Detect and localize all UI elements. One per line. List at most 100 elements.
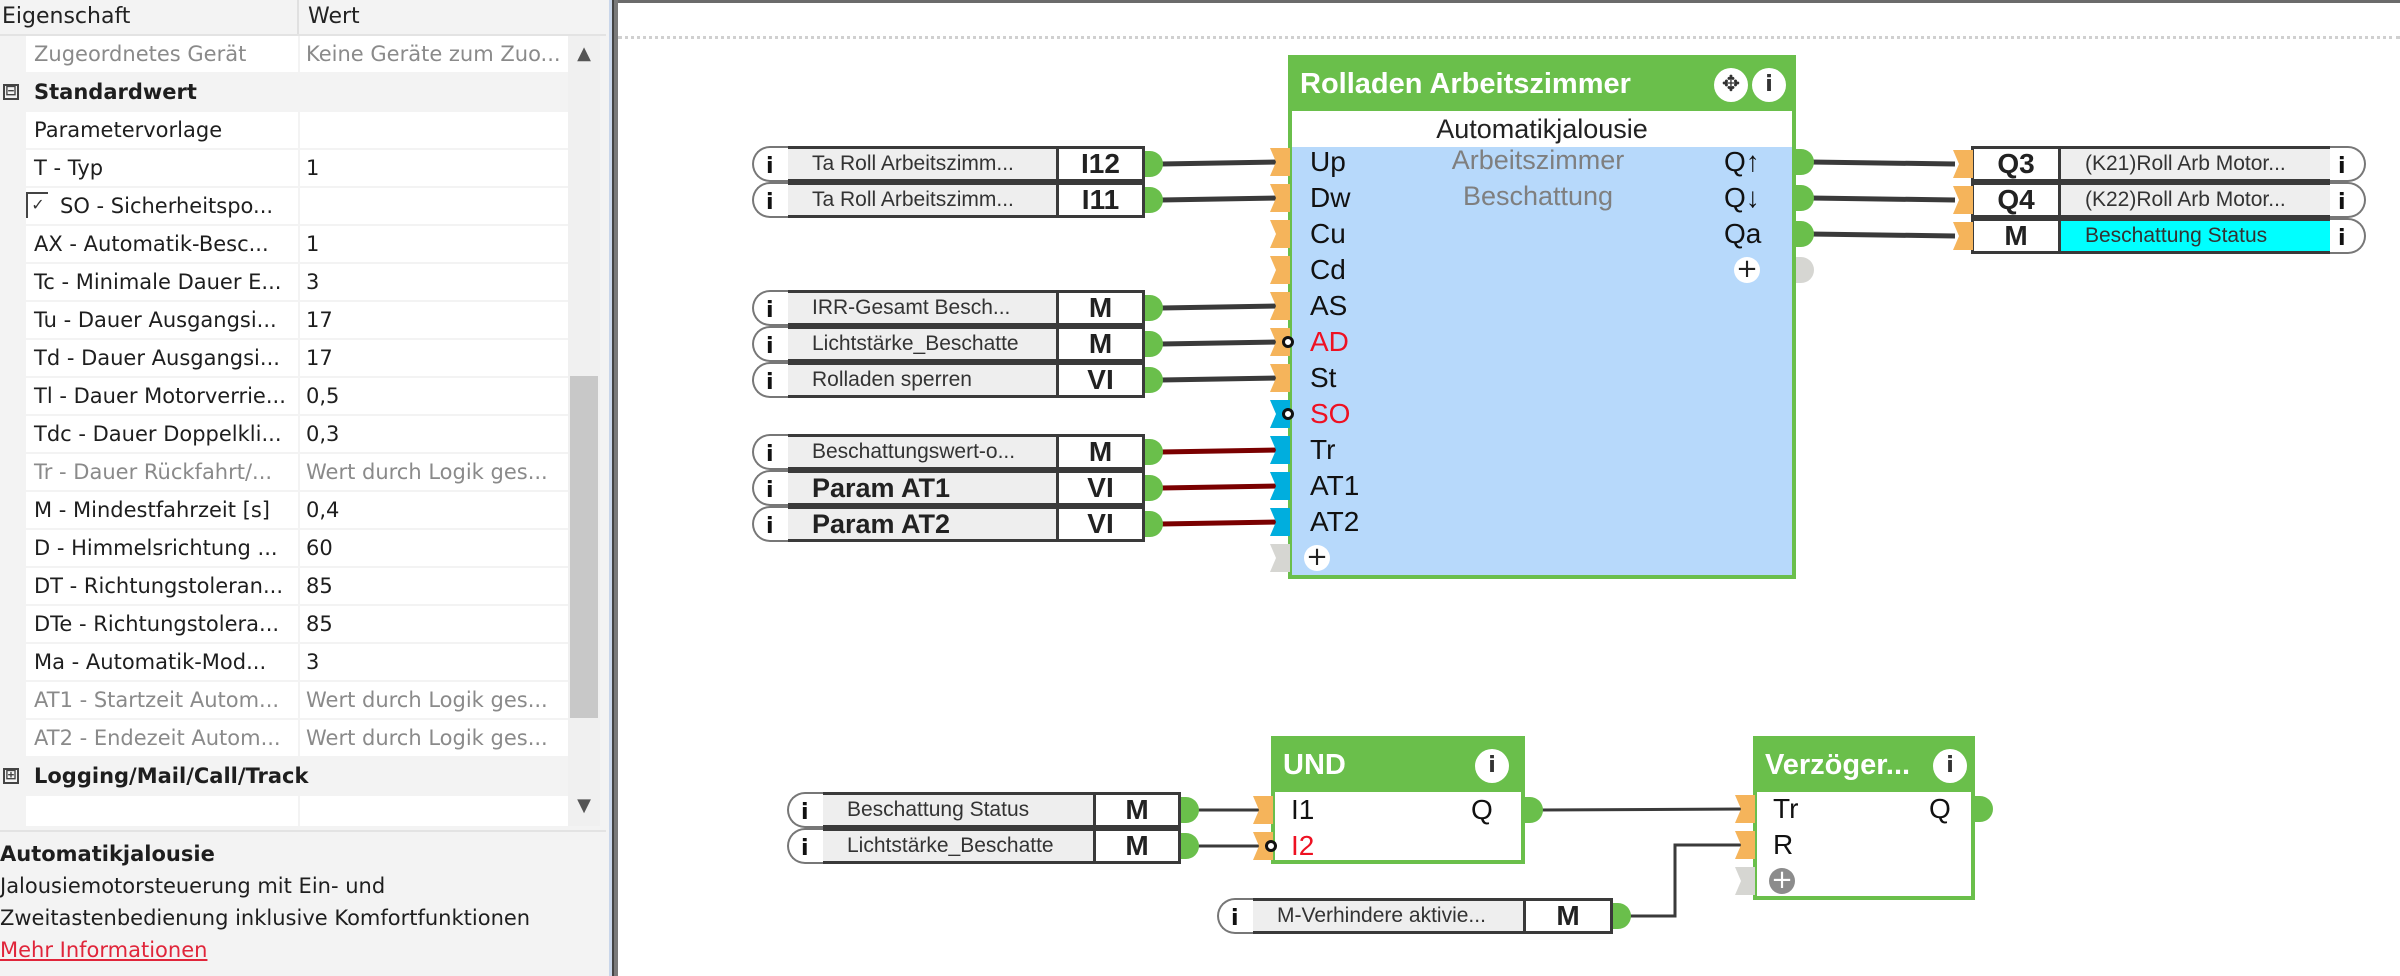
info-icon[interactable]: i: [766, 478, 774, 503]
info-cap[interactable]: i: [752, 362, 788, 398]
property-value[interactable]: [300, 112, 568, 148]
output-connector[interactable]: [1613, 903, 1631, 929]
property-value[interactable]: Wert durch Logik ges...: [300, 682, 568, 718]
info-icon[interactable]: i: [766, 298, 774, 323]
reference-label[interactable]: IRR-Gesamt Besch...: [788, 290, 1056, 326]
info-icon[interactable]: i: [2338, 190, 2346, 215]
reference-label[interactable]: Param AT2: [788, 506, 1056, 542]
output-connector[interactable]: [1181, 833, 1199, 859]
info-cap[interactable]: i: [2330, 146, 2366, 182]
info-cap[interactable]: i: [752, 146, 788, 182]
property-value[interactable]: Wert durch Logik ges...: [300, 720, 568, 756]
block-output-connector[interactable]: [1796, 221, 1814, 247]
info-icon[interactable]: i: [1231, 906, 1239, 931]
property-value[interactable]: Keine Geräte zum Zuo...: [300, 36, 568, 72]
reference-label[interactable]: Beschattung Status: [823, 792, 1093, 828]
property-category[interactable]: ⊟Standardwert: [0, 74, 568, 112]
info-cap[interactable]: i: [787, 828, 823, 864]
reference-label[interactable]: (K22)Roll Arb Motor...: [2061, 182, 2330, 218]
property-scrollbar[interactable]: ▲ ▼: [568, 36, 600, 826]
reference-label[interactable]: Param AT1: [788, 470, 1056, 506]
block-input-connector[interactable]: [1270, 400, 1290, 428]
reference-label[interactable]: Rolladen sperren: [788, 362, 1056, 398]
block-input-connector[interactable]: [1270, 184, 1290, 212]
block-input-connector[interactable]: [1270, 328, 1290, 356]
scroll-up-arrow-icon[interactable]: ▲: [577, 43, 591, 64]
property-value[interactable]: [300, 796, 568, 826]
block-input-connector[interactable]: [1270, 148, 1290, 176]
output-connector[interactable]: [1181, 797, 1199, 823]
reference-label[interactable]: Ta Roll Arbeitszimm...: [788, 182, 1056, 218]
info-cap[interactable]: i: [1217, 898, 1253, 934]
add-input-connector[interactable]: [1735, 867, 1755, 895]
property-value[interactable]: 85: [300, 568, 568, 604]
info-icon[interactable]: i: [1933, 749, 1967, 783]
reference-label[interactable]: Beschattungswert-o...: [788, 434, 1056, 470]
property-value[interactable]: 1: [300, 226, 568, 262]
property-row[interactable]: Td - Dauer Ausgangsi...17: [0, 340, 568, 378]
property-value[interactable]: 0,4: [300, 492, 568, 528]
property-value[interactable]: 3: [300, 264, 568, 300]
info-cap[interactable]: i: [752, 290, 788, 326]
checkbox-checked-icon[interactable]: ✓: [26, 192, 48, 218]
block-output-connector[interactable]: [1796, 149, 1814, 175]
property-row[interactable]: AX - Automatik-Besc...1: [0, 226, 568, 264]
reference-label[interactable]: Ta Roll Arbeitszimm...: [788, 146, 1056, 182]
output-connector[interactable]: [1145, 439, 1163, 465]
property-row[interactable]: AT1 - Startzeit Autom...Wert durch Logik…: [0, 682, 568, 720]
property-value[interactable]: 3: [300, 644, 568, 680]
property-row[interactable]: ✓SO - Sicherheitspo...: [0, 188, 568, 226]
column-header-property[interactable]: Eigenschaft: [2, 4, 131, 29]
property-row[interactable]: Tl - Dauer Motorverrie...0,5: [0, 378, 568, 416]
output-connector[interactable]: [1145, 295, 1163, 321]
output-reference[interactable]: Q4(K22)Roll Arb Motor...i: [1971, 182, 2366, 218]
scrollbar-thumb[interactable]: [570, 376, 598, 718]
info-icon[interactable]: i: [801, 800, 809, 825]
add-input-connector[interactable]: [1270, 544, 1290, 572]
info-cap[interactable]: i: [752, 182, 788, 218]
property-value[interactable]: 0,3: [300, 416, 568, 452]
info-icon[interactable]: i: [2338, 154, 2346, 179]
property-row[interactable]: Tr - Dauer Rückfahrt/...Wert durch Logik…: [0, 454, 568, 492]
info-cap[interactable]: i: [787, 792, 823, 828]
input-connector[interactable]: [1953, 150, 1973, 178]
add-input-icon[interactable]: +: [1304, 544, 1330, 571]
property-value[interactable]: 60: [300, 530, 568, 566]
info-icon[interactable]: i: [801, 836, 809, 861]
scroll-down-arrow-icon[interactable]: ▼: [577, 795, 591, 816]
info-icon[interactable]: i: [766, 334, 774, 359]
info-icon[interactable]: i: [1475, 749, 1509, 783]
block-input-connector[interactable]: [1270, 436, 1290, 464]
property-value[interactable]: 17: [300, 340, 568, 376]
move-icon[interactable]: ✥: [1714, 68, 1748, 102]
property-row[interactable]: Tc - Minimale Dauer E...3: [0, 264, 568, 302]
add-output-icon[interactable]: +: [1734, 256, 1760, 283]
block-input-connector[interactable]: [1270, 472, 1290, 500]
block-output-connector[interactable]: [1796, 185, 1814, 211]
column-header-value[interactable]: Wert: [308, 4, 360, 29]
property-row[interactable]: DT - Richtungstoleran...85: [0, 568, 568, 606]
collapse-icon[interactable]: ⊟: [3, 84, 19, 100]
block-input-connector[interactable]: [1735, 795, 1755, 823]
info-icon[interactable]: i: [2338, 226, 2346, 251]
property-row[interactable]: D - Himmelsrichtung ...60: [0, 530, 568, 568]
expand-icon[interactable]: ⊞: [3, 768, 19, 784]
highlighted-reference-label[interactable]: Beschattung Status: [2061, 218, 2330, 254]
info-cap[interactable]: i: [752, 434, 788, 470]
add-input-icon[interactable]: +: [1769, 867, 1795, 894]
output-connector[interactable]: [1145, 367, 1163, 393]
output-connector[interactable]: [1145, 511, 1163, 537]
property-value[interactable]: [300, 188, 568, 224]
info-icon[interactable]: i: [766, 370, 774, 395]
block-input-connector[interactable]: [1253, 796, 1273, 824]
property-value[interactable]: Wert durch Logik ges...: [300, 454, 568, 490]
block-input-connector[interactable]: [1253, 832, 1273, 860]
